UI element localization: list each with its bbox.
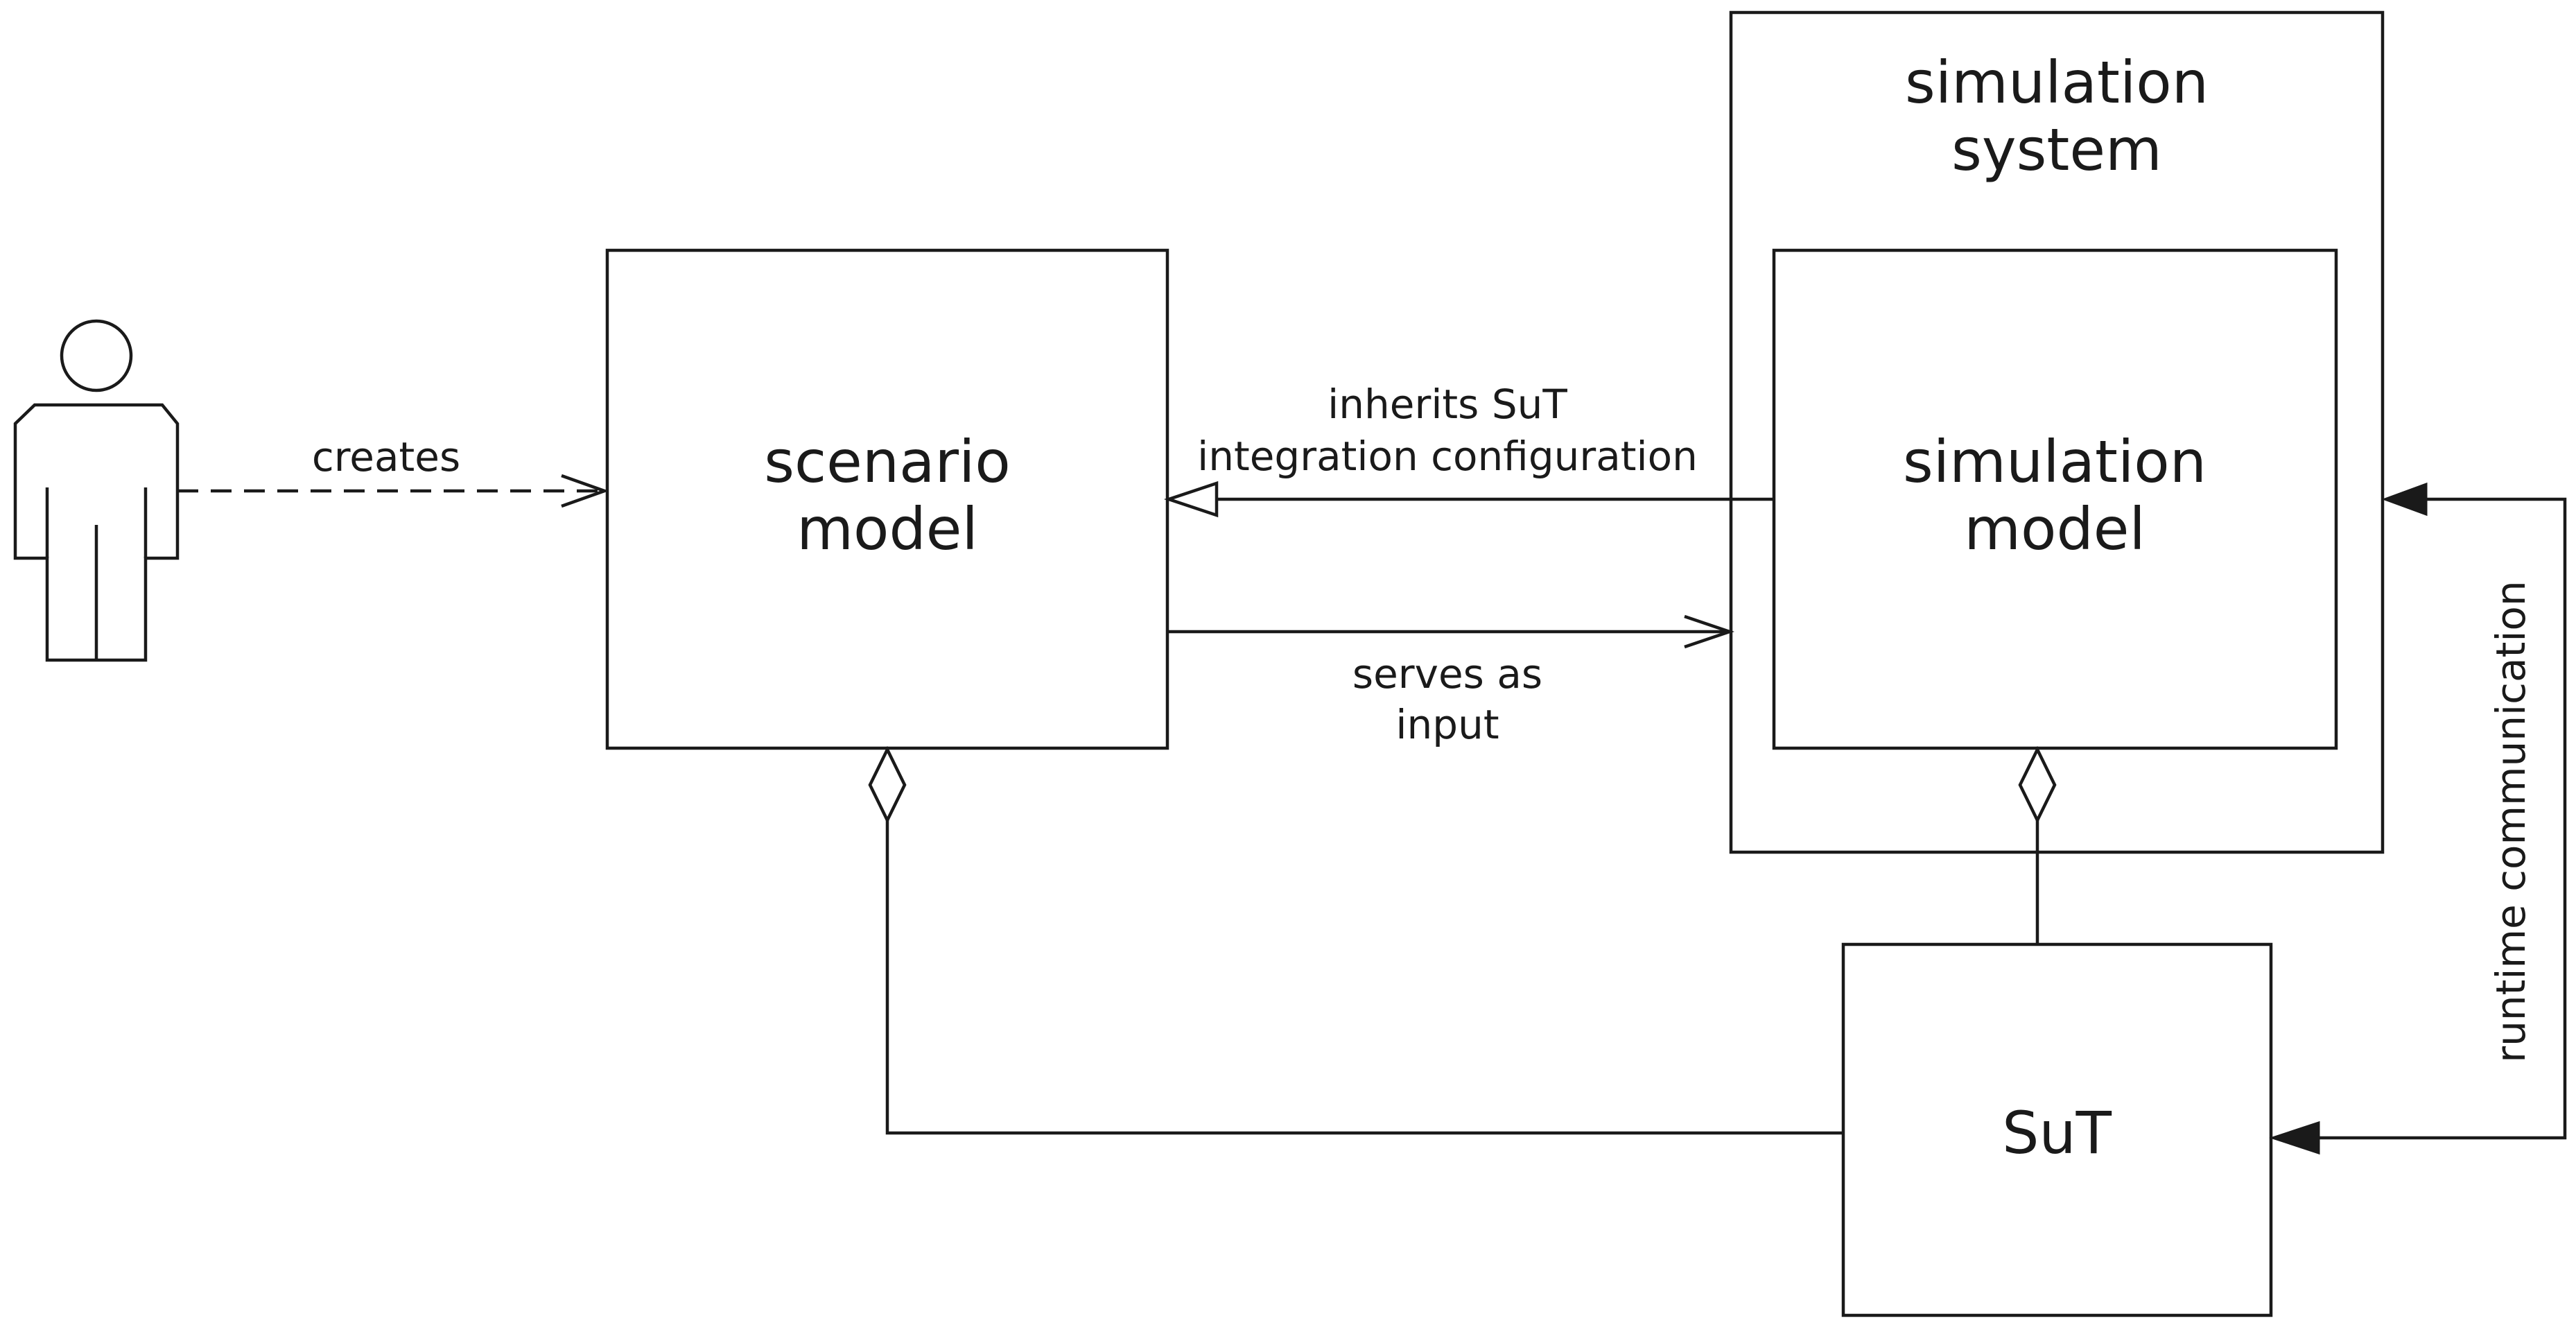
edge-creates: creates (177, 433, 609, 508)
sut-box (1841, 942, 2273, 1317)
scenario-model-label-line1: scenario (764, 428, 1011, 496)
creates-arrowhead (561, 474, 609, 508)
sut-label: SuT (2002, 1099, 2112, 1167)
aggregation-scenario-line (885, 820, 1843, 1135)
scenario-model-node: scenario model (605, 248, 1169, 750)
inherits-arrowhead (1163, 481, 1219, 518)
edge-serves-as-input: serves as input (1167, 614, 1735, 748)
serves-label-line1: serves as (1352, 650, 1542, 698)
creates-label: creates (312, 433, 460, 481)
scenario-model-box (605, 248, 1169, 750)
runtime-label: runtime communication (2487, 580, 2534, 1062)
simulation-system-label-line1: simulation (1905, 49, 2209, 116)
serves-arrowhead (1684, 614, 1735, 649)
runtime-arrowhead-top (2381, 482, 2428, 517)
edge-aggregation-scenario (868, 745, 1843, 1135)
serves-label-line2: input (1395, 701, 1499, 748)
scenario-model-label-line2: model (797, 495, 978, 563)
actor-head (60, 319, 133, 392)
actor-figure (13, 319, 180, 662)
simulation-model-label-line2: model (1964, 495, 2146, 563)
runtime-arrowhead-bottom (2269, 1121, 2320, 1155)
edge-inherits: inherits SuT integration configuration (1163, 381, 1774, 518)
inherits-label-line1: inherits SuT (1328, 381, 1567, 428)
simulation-model-box (1772, 248, 2338, 750)
simulation-model-label-line1: simulation (1903, 428, 2207, 496)
aggregation-simulation-diamond (2018, 745, 2057, 824)
simulation-model-node: simulation model (1772, 248, 2338, 750)
aggregation-scenario-diamond (868, 745, 907, 824)
runtime-line (2319, 497, 2567, 1140)
simulation-system-label-line2: system (1951, 116, 2162, 184)
edge-runtime-communication: runtime communication (2269, 482, 2567, 1155)
inherits-label-line2: integration configuration (1197, 433, 1698, 480)
sut-node: SuT (1841, 942, 2273, 1317)
edge-aggregation-simulation (2018, 745, 2057, 944)
